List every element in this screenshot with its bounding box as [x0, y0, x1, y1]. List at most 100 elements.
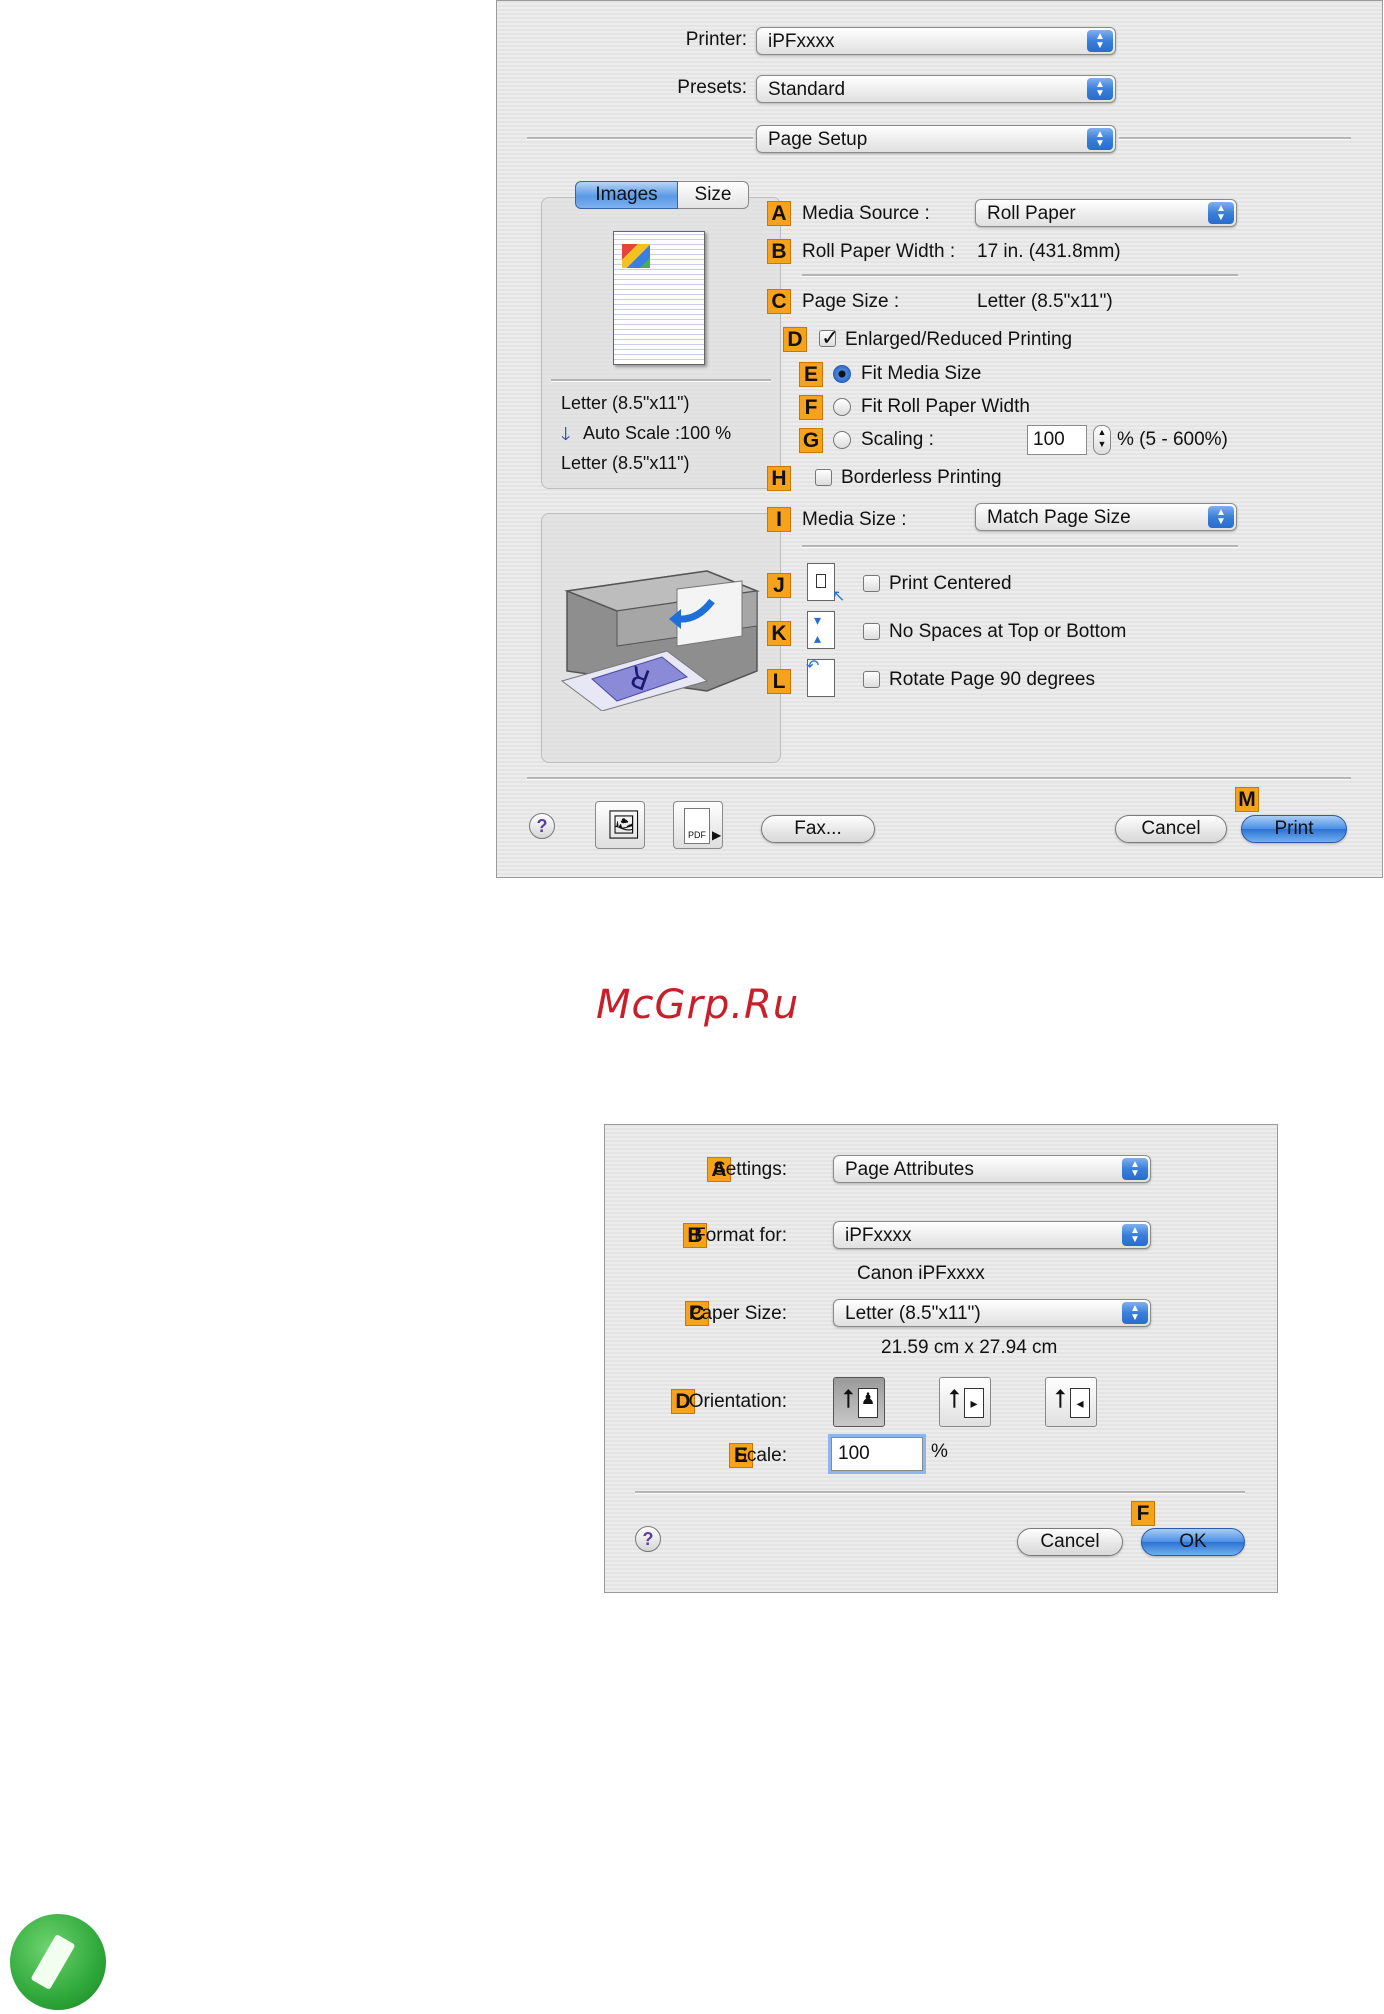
panel-value: Page Setup: [768, 129, 868, 150]
popup-arrows-icon: ▲▼: [1122, 1158, 1148, 1180]
badge-e: E: [799, 362, 823, 387]
page-size-label: Page Size :: [802, 291, 900, 312]
format-for-value: iPFxxxx: [845, 1225, 912, 1246]
borderless-checkbox[interactable]: [815, 469, 832, 486]
settings-value: Page Attributes: [845, 1159, 974, 1180]
media-source-label: Media Source :: [802, 203, 930, 224]
watermark: McGrp.Ru: [596, 982, 800, 1028]
print-centered-icon: ↖: [807, 563, 845, 605]
cancel-label: Cancel: [1141, 818, 1201, 839]
no-spaces-checkbox[interactable]: [863, 623, 880, 640]
tab-size-label: Size: [694, 184, 732, 205]
scale-label: Scale:: [734, 1445, 787, 1466]
preview-line1: Letter (8.5"x11"): [561, 393, 690, 413]
presets-popup[interactable]: Standard ▲▼: [756, 75, 1116, 103]
presets-label: Presets:: [677, 77, 747, 98]
divider: [802, 545, 1238, 548]
enlarged-checkbox[interactable]: [819, 325, 839, 351]
preview-line3: Letter (8.5"x11"): [561, 453, 690, 473]
borderless-label: Borderless Printing: [841, 467, 1002, 488]
popup-arrows-icon: ▲▼: [1208, 506, 1234, 528]
tab-images-label: Images: [595, 184, 658, 205]
fit-roll-radio[interactable]: [833, 398, 851, 416]
fit-media-radio[interactable]: [833, 365, 851, 383]
ok-button[interactable]: OK: [1141, 1528, 1245, 1556]
divider: [527, 777, 1351, 780]
tab-size[interactable]: Size: [678, 181, 749, 209]
preview-button[interactable]: 🖼: [595, 801, 645, 849]
print-centered-label: Print Centered: [889, 573, 1012, 594]
paper-size-dimensions: 21.59 cm x 27.94 cm: [881, 1337, 1058, 1358]
help-icon[interactable]: ?: [529, 813, 555, 839]
badge-a: A: [707, 1157, 731, 1182]
format-for-label: Format for:: [694, 1225, 787, 1246]
no-spaces-icon: ▾ ▴: [807, 611, 835, 649]
settings-label: Settings:: [713, 1159, 787, 1180]
badge-b: B: [767, 239, 791, 264]
pdf-menu-arrow-icon: ▶: [712, 828, 722, 842]
printer-value: iPFxxxx: [768, 31, 835, 52]
pdf-button[interactable]: PDF ▶: [673, 801, 723, 849]
orientation-landscape-button[interactable]: ⭡ ▸: [939, 1377, 991, 1427]
pdf-icon: PDF: [684, 808, 710, 844]
divider: [551, 379, 771, 382]
orientation-reverse-landscape-button[interactable]: ⭡ ◂: [1045, 1377, 1097, 1427]
presets-value: Standard: [768, 79, 846, 100]
popup-arrows-icon: ▲▼: [1208, 202, 1234, 224]
fax-button[interactable]: Fax...: [761, 815, 875, 843]
page-thumbnail: [613, 231, 705, 365]
cancel-button[interactable]: Cancel: [1017, 1528, 1123, 1556]
tab-bar: Images Size: [575, 181, 749, 209]
scale-input[interactable]: 100: [831, 1437, 923, 1471]
cancel-label: Cancel: [1040, 1531, 1100, 1552]
badge-f: F: [1131, 1501, 1155, 1526]
panel-popup[interactable]: Page Setup ▲▼: [756, 125, 1116, 153]
reverse-landscape-icon: ⭡: [1054, 1384, 1067, 1414]
orientation-label: Orientation:: [688, 1391, 787, 1412]
page-size-value: Letter (8.5"x11"): [977, 291, 1113, 312]
thumbnail-image: [622, 244, 650, 268]
paper-size-label: Paper Size:: [688, 1303, 787, 1324]
divider: [527, 137, 753, 140]
tab-images[interactable]: Images: [575, 181, 678, 209]
print-centered-checkbox[interactable]: [863, 575, 880, 592]
badge-m: M: [1235, 787, 1259, 812]
cancel-button[interactable]: Cancel: [1115, 815, 1227, 843]
roll-width-label: Roll Paper Width :: [802, 241, 956, 262]
enlarged-label: Enlarged/Reduced Printing: [845, 329, 1073, 350]
rotate-page-icon: ↶: [806, 658, 835, 697]
orientation-portrait-button[interactable]: ⭡ ♟: [833, 1377, 885, 1427]
format-for-printer-name: Canon iPFxxxx: [857, 1263, 985, 1284]
no-spaces-label: No Spaces at Top or Bottom: [889, 621, 1127, 642]
media-size-popup[interactable]: Match Page Size ▲▼: [975, 503, 1237, 531]
portrait-icon: ⭡: [842, 1384, 855, 1414]
badge-j: J: [767, 573, 791, 598]
format-for-popup[interactable]: iPFxxxx ▲▼: [833, 1221, 1151, 1249]
badge-g: G: [799, 428, 823, 453]
rotate-label: Rotate Page 90 degrees: [889, 669, 1095, 690]
ok-label: OK: [1179, 1531, 1207, 1552]
printer-popup[interactable]: iPFxxxx ▲▼: [756, 27, 1116, 55]
popup-arrows-icon: ▲▼: [1122, 1302, 1148, 1324]
pdf-label: PDF: [688, 830, 706, 840]
scaling-input[interactable]: 100: [1027, 425, 1087, 455]
rotate-checkbox[interactable]: [863, 671, 880, 688]
paper-size-popup[interactable]: Letter (8.5"x11") ▲▼: [833, 1299, 1151, 1327]
fit-media-label: Fit Media Size: [861, 363, 982, 384]
scaling-stepper[interactable]: ▲▼: [1093, 425, 1111, 455]
scaling-value: 100: [1033, 429, 1065, 450]
badge-l: L: [767, 669, 791, 694]
print-button[interactable]: Print: [1241, 815, 1347, 843]
preview-line2-arrow-icon: 🡓: [561, 424, 571, 444]
help-icon[interactable]: ?: [635, 1526, 661, 1552]
divider: [802, 274, 1238, 277]
print-dialog: Printer: iPFxxxx ▲▼ Presets: Standard ▲▼…: [496, 0, 1383, 878]
fax-label: Fax...: [794, 818, 842, 839]
popup-arrows-icon: ▲▼: [1087, 78, 1113, 100]
media-size-value: Match Page Size: [987, 507, 1131, 528]
settings-popup[interactable]: Page Attributes ▲▼: [833, 1155, 1151, 1183]
media-size-label: Media Size :: [802, 509, 907, 530]
media-source-popup[interactable]: Roll Paper ▲▼: [975, 199, 1237, 227]
scaling-radio[interactable]: [833, 431, 851, 449]
roll-width-value: 17 in. (431.8mm): [977, 241, 1121, 262]
